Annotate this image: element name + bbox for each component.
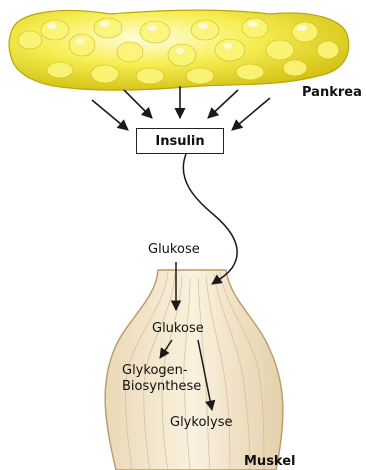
- pancreas-label: Pankrea: [302, 86, 362, 99]
- secretion-arrow: [124, 90, 152, 118]
- secretion-arrow: [232, 98, 270, 130]
- muscle-label: Muskel: [244, 455, 296, 468]
- secretion-arrow: [208, 90, 238, 118]
- insulin-label: Insulin: [155, 134, 204, 149]
- glucose-blood-label: Glukose: [148, 243, 200, 256]
- glucose-muscle-label: Glukose: [152, 322, 204, 335]
- insulin-signal-arrow: [183, 154, 237, 284]
- glycolysis-label: Glykolyse: [170, 416, 232, 429]
- glycogen-label-line2: Biosynthese: [122, 380, 201, 393]
- pancreas-organ: [9, 10, 349, 90]
- secretion-arrow: [92, 100, 128, 130]
- glycogen-label-line1: Glykogen-: [122, 364, 188, 377]
- insulin-box: Insulin: [136, 128, 224, 154]
- secretion-arrows: [92, 86, 270, 130]
